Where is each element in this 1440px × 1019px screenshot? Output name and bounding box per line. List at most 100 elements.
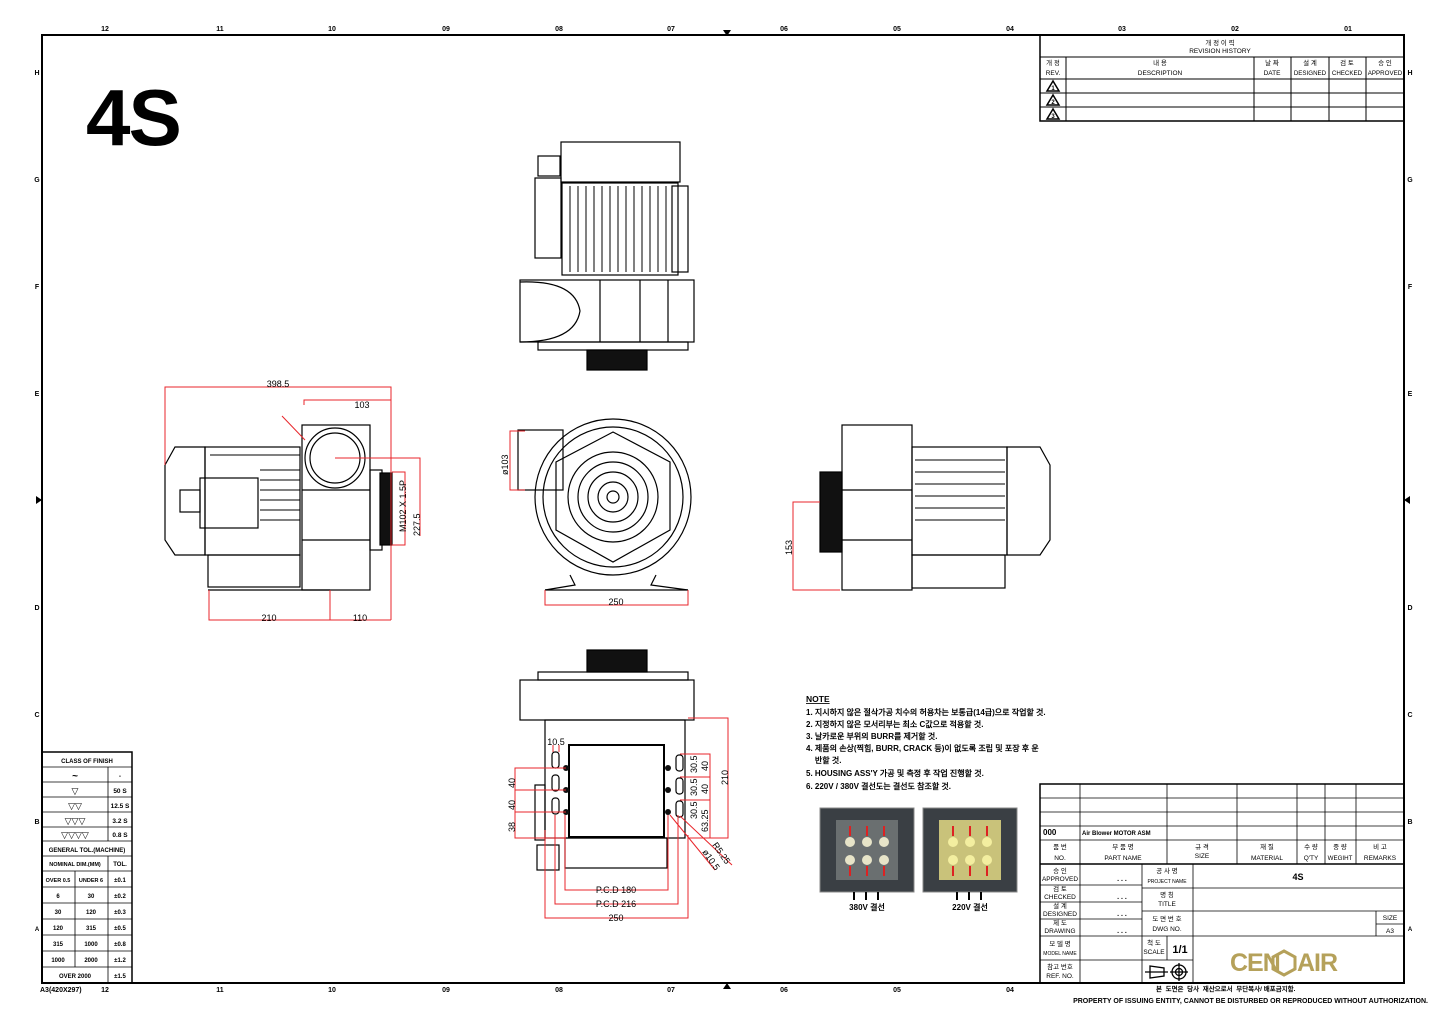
column-markers-bottom: 12 11 10 09 08 07 06 05 04 A3(420X297)	[40, 987, 1014, 994]
dim-40a: 40	[507, 778, 517, 788]
general-tol-title: GENERAL TOL.(MACHINE)	[49, 848, 125, 854]
svg-text:AIR: AIR	[1297, 949, 1338, 977]
rev-triangle-icon: 2	[1045, 93, 1061, 106]
finish-symbol: ▽▽▽▽	[61, 830, 89, 840]
col-marker: 11	[216, 26, 224, 33]
header-ko: 품 번	[1053, 842, 1067, 851]
title-label-en: TITLE	[1158, 901, 1176, 908]
row-marker: D	[34, 605, 39, 612]
tol-to: 120	[86, 910, 97, 916]
designed-header-en: DESIGNED	[1294, 70, 1327, 77]
scale-label-ko: 척 도	[1147, 939, 1161, 947]
note-item: 3. 날카로운 부위의 BURR를 제거할 것.	[806, 731, 937, 741]
tol-from: 120	[53, 926, 64, 932]
row-marker: C	[34, 712, 39, 719]
dim-38: 38	[507, 822, 517, 832]
tol-to: 2000	[84, 958, 98, 964]
dim-thread: M102 X 1.5P	[398, 480, 408, 532]
finish-value: 0.8 S	[112, 832, 128, 839]
ref-no-label-en: REF. NO.	[1046, 973, 1074, 980]
dwg-no-label-ko: 도 면 번 호	[1152, 914, 1181, 923]
parts-list-header: 품 번 NO. 부 품 명 PART NAME 규 격 SIZE 재 질 MAT…	[1053, 842, 1397, 862]
model-name-label-en: MODEL NAME	[1043, 951, 1077, 957]
row-marker: E	[1408, 391, 1413, 398]
sign-label-en: APPROVED	[1042, 876, 1078, 883]
finish-value: 50 S	[113, 788, 127, 795]
svg-text:3: 3	[1051, 114, 1055, 120]
sheet-size-label: A3(420X297)	[40, 987, 82, 994]
wiring-diagram-380v: 380V 결선	[819, 807, 915, 912]
sign-value: . . .	[1117, 894, 1127, 901]
col-marker: 09	[442, 26, 450, 33]
tol-from: OVER 2000	[59, 974, 92, 980]
tol-to: 1000	[84, 942, 98, 948]
side-view	[164, 424, 393, 591]
center-mark-left	[36, 496, 42, 504]
center-mark-bottom	[723, 983, 731, 989]
dim-inlet-width: 103	[354, 400, 369, 410]
header-en: NO.	[1054, 855, 1066, 862]
col-marker: 04	[1006, 987, 1014, 994]
col-marker: 12	[101, 26, 109, 33]
row-marker: A	[35, 927, 40, 933]
company-logo: CEN AIR	[1230, 949, 1339, 977]
sign-label-en: CHECKED	[1044, 894, 1076, 901]
ref-no-label-ko: 참고 번호	[1047, 962, 1073, 971]
header-en: PART NAME	[1104, 855, 1142, 862]
tol-value: ±1.2	[114, 958, 126, 964]
row-marker: H	[1407, 70, 1412, 77]
side-view-dimensions: 398.5 103 M102 X 1.5P 227.5 210 110	[164, 379, 422, 623]
header-en: MATERIAL	[1251, 855, 1283, 862]
rev-header-en: REV.	[1046, 70, 1061, 77]
dim-40b: 40	[507, 800, 517, 810]
row-marker: F	[35, 284, 40, 291]
dim-inlet-diameter: ø103	[500, 454, 510, 475]
finish-symbol: ▽▽	[68, 801, 82, 811]
notes: NOTE 1. 지시하지 않은 절삭가공 치수의 허용차는 보통급(14급)으로…	[806, 694, 1046, 791]
col-marker: 05	[893, 987, 901, 994]
tol-value: ±0.8	[114, 942, 126, 948]
tol-from: OVER 0.5	[46, 878, 71, 884]
sign-rows: 승 인 APPROVED . . . 검 토 CHECKED . . . 설 계…	[1042, 866, 1127, 980]
center-mark-top	[723, 30, 731, 36]
bottom-view	[519, 649, 695, 871]
column-markers-top: 12 11 10 09 08 07 06 05 04 03 02 01	[101, 26, 1352, 33]
sign-label-ko: 제 도	[1053, 919, 1067, 927]
confidential-notice-ko: 본 도면은 당사 재산으로서 무단복사/ 배포금지함.	[1156, 984, 1296, 993]
col-marker: 07	[667, 26, 675, 33]
rev-header-ko: 개 정	[1046, 58, 1060, 67]
svg-text:2: 2	[1051, 100, 1055, 106]
header-ko: 비 고	[1373, 842, 1387, 851]
revision-title-ko: 개 정 이 력	[1205, 38, 1234, 47]
notes-title: NOTE	[806, 694, 830, 704]
row-marker: D	[1407, 605, 1412, 612]
tol-from: 1000	[51, 958, 65, 964]
header-ko: 수 량	[1304, 843, 1318, 851]
row-marker: G	[1407, 177, 1413, 184]
title-label-ko: 명 칭	[1160, 890, 1174, 899]
project-name-value: 4S	[1292, 872, 1303, 882]
dim-height: 227.5	[412, 513, 422, 536]
col-marker: 01	[1344, 26, 1352, 33]
dim-pcd-180: P.C.D 180	[596, 885, 636, 895]
row-marker: B	[34, 819, 39, 826]
tol-header: TOL.	[113, 862, 127, 868]
note-item: 4. 제품의 손상(찍힘, BURR, CRACK 등)이 없도록 조립 및 포…	[806, 743, 1039, 753]
col-marker: 11	[216, 987, 224, 994]
rev-triangle-icon: 3	[1045, 107, 1061, 120]
row-marker: C	[1407, 712, 1412, 719]
dim-30-5a: 30.5	[689, 755, 699, 773]
row-markers: H G F E D C B A H G F E D C B A	[34, 70, 1413, 933]
date-header-ko: 날 짜	[1265, 58, 1279, 67]
svg-text:1: 1	[1051, 86, 1055, 92]
col-marker: 04	[1006, 26, 1014, 33]
tol-from: 30	[55, 910, 62, 916]
rear-view	[819, 424, 1051, 591]
finish-tolerance-table: CLASS OF FINISH ~ - ▽ 50 S ▽▽ 12.5 S ▽▽▽…	[41, 751, 133, 984]
finish-value: -	[119, 773, 121, 780]
dim-30-5b: 30.5	[689, 778, 699, 796]
sign-label-en: DRAWING	[1044, 928, 1075, 935]
dim-210: 210	[720, 770, 730, 785]
tol-value: ±0.1	[114, 878, 126, 884]
